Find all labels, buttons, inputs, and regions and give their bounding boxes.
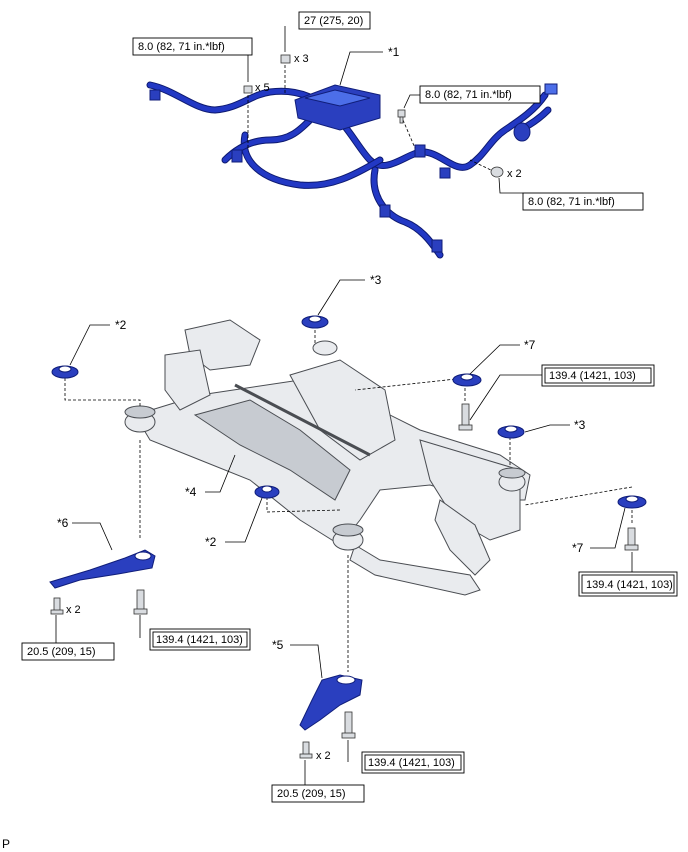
torque-label: 139.4 (1421, 103) (586, 579, 673, 591)
callout-7-lower: *7 (572, 541, 584, 555)
torque-label: 139.4 (1421, 103) (156, 634, 243, 646)
alignment-lines (64, 65, 633, 672)
torque-label: 8.0 (82, 71 in.*lbf) (425, 89, 512, 101)
callout-2-center: *2 (205, 535, 217, 549)
callout-1: *1 (388, 45, 400, 59)
brace-6 (49, 549, 156, 589)
quantity-label: x 5 (255, 82, 270, 94)
leader-lines (55, 26, 633, 785)
quantity-label: x 2 (66, 604, 81, 616)
callout-2-left: *2 (115, 318, 127, 332)
upper-cushion-right (497, 425, 525, 439)
brace-5 (299, 674, 363, 731)
torque-box-5-bolt: 139.4 (1421, 103) (361, 751, 465, 774)
quantity-label: x 2 (316, 750, 331, 762)
callout-7-upper: *7 (524, 338, 536, 352)
harness-nut-top (280, 54, 291, 64)
rear-suspension-member (124, 319, 531, 596)
torque-label: 8.0 (82, 71 in.*lbf) (138, 41, 225, 53)
torque-box-6-bolt: 139.4 (1421, 103) (149, 628, 251, 651)
torque-label: 20.5 (209, 15) (277, 788, 346, 800)
torque-label: 8.0 (82, 71 in.*lbf) (528, 196, 615, 208)
torque-box-harness-right-bottom: 8.0 (82, 71 in.*lbf) (522, 192, 644, 211)
callout-5: *5 (272, 638, 284, 652)
torque-label: 20.5 (209, 15) (27, 646, 96, 658)
bolt-7-lower (624, 527, 639, 551)
lower-cushion-upper-right (452, 373, 482, 387)
torque-box-top-nut: 27 (275, 20) (298, 11, 371, 30)
callout-4: *4 (185, 485, 197, 499)
bolt-7-upper (458, 403, 473, 431)
upper-cushion-left (51, 365, 79, 379)
torque-box-harness-left: 8.0 (82, 71 in.*lbf) (132, 37, 253, 56)
torque-label: 27 (275, 20) (304, 15, 363, 27)
torque-box-7-upper: 139.4 (1421, 103) (541, 364, 655, 387)
harness-bolt-right-top (397, 109, 406, 124)
figure-code: P (2, 837, 10, 851)
harness-nut-right (490, 166, 504, 178)
torque-box-5-small: 20.5 (209, 15) (271, 784, 365, 803)
quantity-label: x 2 (507, 168, 522, 180)
torque-box-7-lower: 139.4 (1421, 103) (578, 571, 678, 597)
upper-cushion-top (301, 315, 329, 329)
torque-label: 139.4 (1421, 103) (368, 757, 455, 769)
bolt-5-main (341, 711, 356, 739)
callout-3-top: *3 (370, 273, 382, 287)
callout-6: *6 (57, 516, 69, 530)
torque-box-harness-right-top: 8.0 (82, 71 in.*lbf) (419, 85, 541, 104)
lower-cushion-right (617, 495, 647, 509)
bolt-5-small (299, 741, 313, 759)
wire-harness-assembly (146, 81, 558, 259)
callout-3-right: *3 (574, 418, 586, 432)
quantity-label: x 3 (294, 53, 309, 65)
bolt-6-main (133, 589, 148, 615)
bolt-6-small (50, 597, 64, 615)
upper-cushion-center (254, 485, 280, 499)
torque-box-6-small: 20.5 (209, 15) (21, 642, 115, 661)
torque-label: 139.4 (1421, 103) (549, 370, 636, 382)
harness-bolt-left (243, 85, 253, 94)
